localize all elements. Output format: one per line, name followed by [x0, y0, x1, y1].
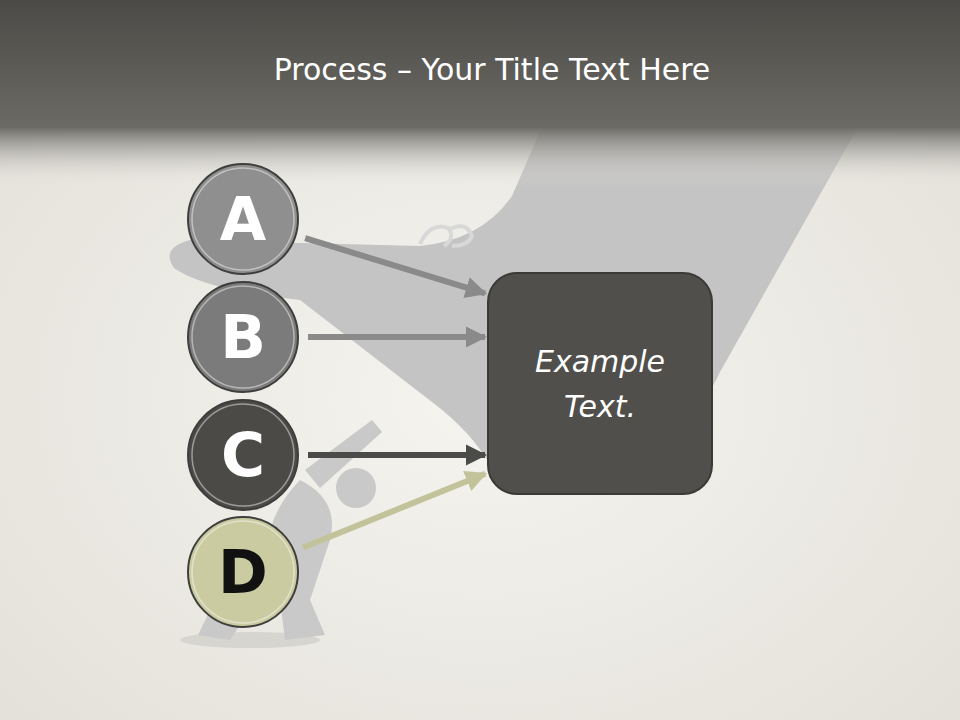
circle-ring — [192, 286, 294, 388]
box-text: Example Text. — [520, 339, 680, 429]
step-circle: D — [186, 515, 300, 629]
circle-fill — [188, 164, 298, 274]
step-circle: A — [186, 162, 300, 276]
circle-ring — [192, 404, 294, 506]
connector-arrow — [303, 474, 485, 548]
step-circle: B — [186, 280, 300, 394]
figure-head — [336, 468, 376, 508]
connector-arrow — [305, 238, 485, 293]
step-letter: A — [220, 189, 266, 249]
connector-arrow — [308, 452, 485, 458]
circle-fill — [188, 282, 298, 392]
circle-fill — [188, 400, 298, 510]
slide-title: Process – Your Title Text Here — [0, 52, 960, 87]
shoe-lace — [420, 226, 472, 246]
circle-fill — [188, 517, 298, 627]
process-box: Example Text. — [487, 272, 713, 495]
circle-ring — [192, 168, 294, 270]
connector-arrow — [308, 334, 485, 340]
step-letter: B — [220, 307, 266, 367]
step-letter: D — [218, 542, 268, 602]
circle-ring — [192, 521, 294, 623]
step-circle: C — [186, 398, 300, 512]
step-letter: C — [221, 425, 265, 485]
header-fade — [0, 127, 960, 187]
